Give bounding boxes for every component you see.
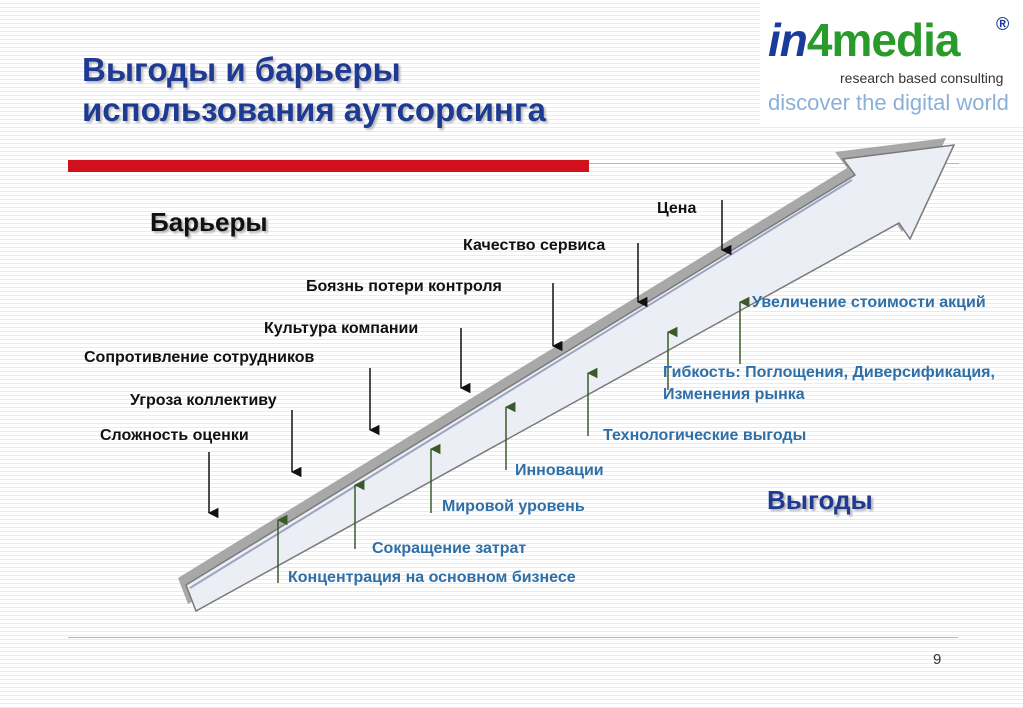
benefit-label-technology: Технологические выгоды xyxy=(603,427,807,444)
growth-arrow xyxy=(185,144,956,613)
benefit-label-world-class: Мировой уровень xyxy=(442,498,585,515)
page-number: 9 xyxy=(933,651,942,668)
registered-mark: ® xyxy=(996,14,1010,34)
barrier-label-control-loss: Боязнь потери контроля xyxy=(306,278,502,295)
benefit-label-core-focus: Концентрация на основном бизнесе xyxy=(288,569,576,586)
barrier-label-evaluation-complexity: Сложность оценки xyxy=(100,427,249,444)
barrier-label-team-threat: Угроза коллективу xyxy=(130,392,277,409)
benefit-label-flexibility: Гибкость: Поглощения, Диверсификация, Из… xyxy=(663,364,995,403)
top-divider xyxy=(589,163,959,164)
benefit-label-cost-reduction: Сокращение затрат xyxy=(372,540,527,557)
logo-slogan: discover the digital world xyxy=(768,90,1009,115)
benefits-heading: Выгоды xyxy=(767,485,873,515)
company-logo: in4media ® research based consulting dis… xyxy=(760,0,1023,124)
page-title: Выгоды и барьеры использования аутсорсин… xyxy=(82,50,546,130)
title-accent-bar xyxy=(68,160,589,172)
barrier-label-price: Цена xyxy=(657,200,697,217)
benefit-label-share-value: Увеличение стоимости акций xyxy=(752,294,986,311)
barrier-label-company-culture: Культура компании xyxy=(264,320,419,337)
title-line-1: Выгоды и барьеры xyxy=(82,51,401,88)
barrier-label-staff-resistance: Сопротивление сотрудников xyxy=(84,349,315,366)
benefit-label-innovation: Инновации xyxy=(515,462,604,479)
title-line-2: использования аутсорсинга xyxy=(82,91,546,128)
logo-wordmark: in4media xyxy=(768,14,960,66)
growth-arrow-highlight xyxy=(189,179,853,589)
barriers-heading: Барьеры xyxy=(150,207,268,237)
bottom-divider xyxy=(68,637,958,638)
logo-tagline: research based consulting xyxy=(840,70,1004,86)
barrier-label-service-quality: Качество сервиса xyxy=(463,237,606,254)
